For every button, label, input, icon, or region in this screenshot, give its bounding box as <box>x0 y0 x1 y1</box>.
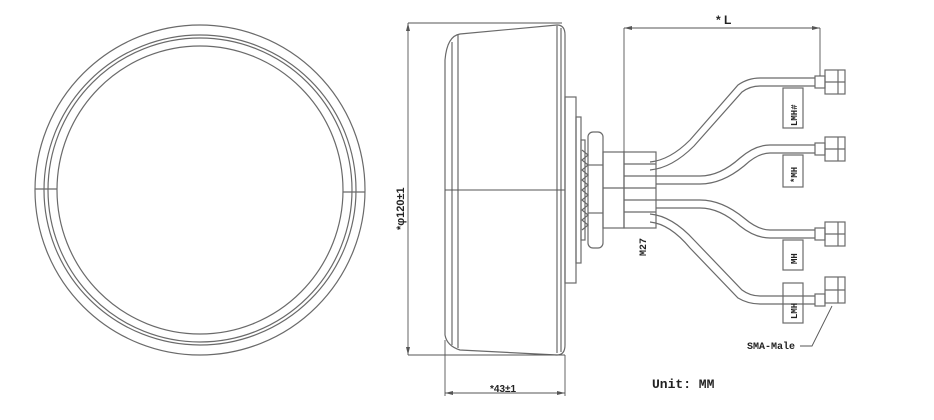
length-dimension-label: * L <box>716 13 731 27</box>
connector-3 <box>782 221 846 271</box>
dimension-diameter <box>406 23 565 356</box>
front-view <box>34 24 366 356</box>
sma-callout-leader <box>800 305 833 347</box>
diameter-dimension-label: *φ120±1 <box>395 187 407 230</box>
connector-label-1: LMH# <box>790 104 800 126</box>
side-view <box>408 22 657 356</box>
sma-male-label: SMA-Male <box>747 341 795 353</box>
connector-2 <box>782 136 846 188</box>
connectors <box>782 69 846 324</box>
thread-label: M27 <box>639 238 650 256</box>
connector-4 <box>782 276 846 324</box>
connector-label-2: *MH <box>790 167 800 183</box>
dimension-length <box>623 26 821 152</box>
connector-label-3: MH <box>790 253 800 264</box>
height-dimension-label: *43±1 <box>490 384 517 395</box>
unit-note: Unit: MM <box>652 377 715 392</box>
connector-label-4: LMH <box>790 303 800 319</box>
cables <box>649 77 815 305</box>
dimension-height <box>444 340 566 396</box>
